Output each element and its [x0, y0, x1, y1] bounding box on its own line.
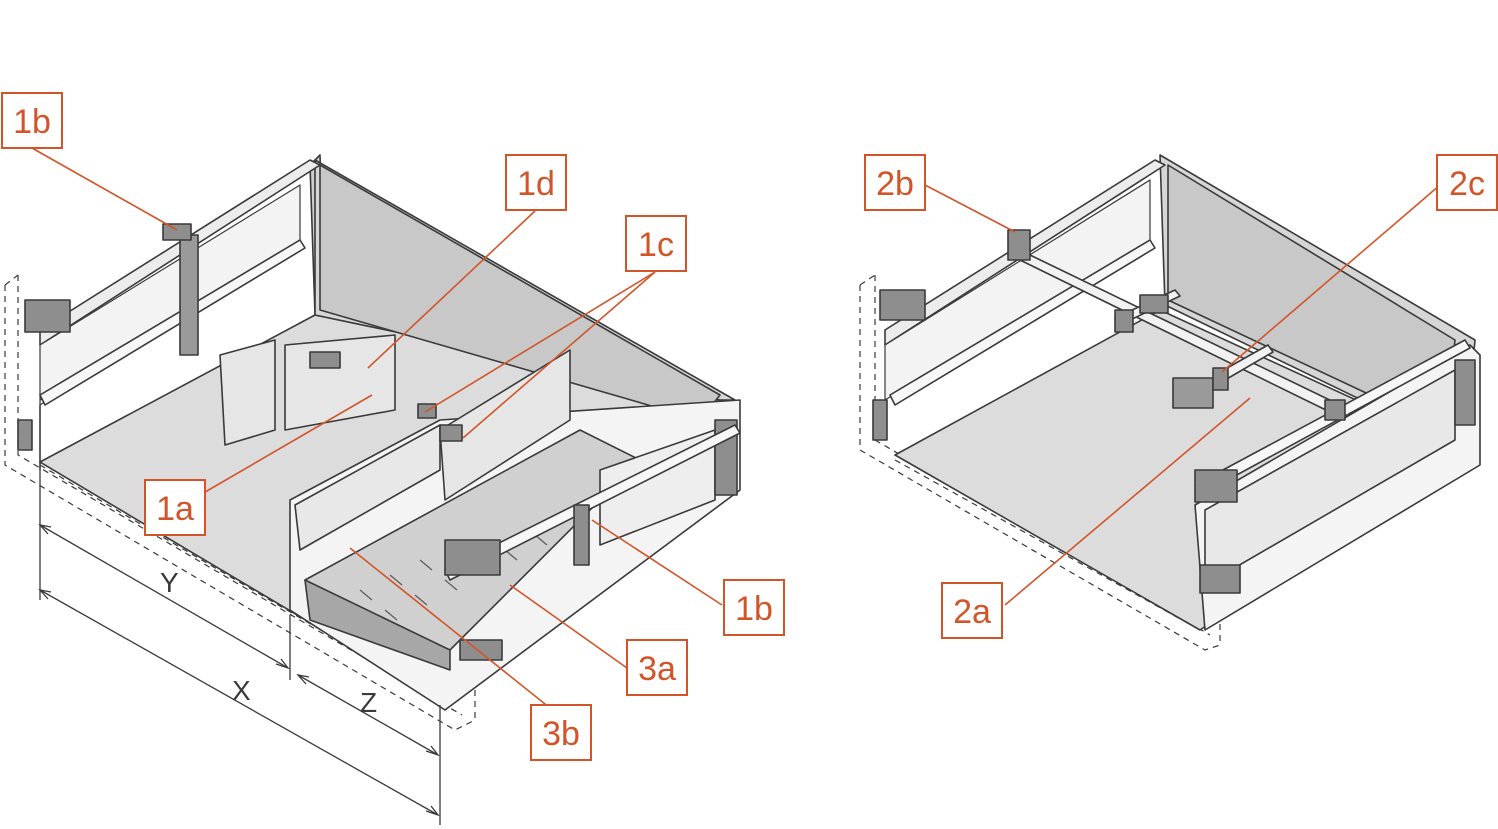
callout-1a: 1a [144, 479, 206, 536]
callout-1b-top: 1b [1, 92, 63, 149]
left-divider-post [179, 234, 199, 356]
right-left-runner [879, 289, 926, 321]
callout-1b-right: 1b [723, 579, 785, 636]
left-runner-block [24, 299, 71, 333]
right-front-glass [1204, 369, 1456, 586]
callout-1d: 1d [505, 154, 567, 211]
svg-text:1b: 1b [13, 103, 51, 141]
callout-3a: 3a [626, 639, 688, 696]
svg-text:2b: 2b [876, 165, 914, 203]
callout-2b: 2b [864, 154, 926, 211]
right-front-runner [1194, 469, 1238, 503]
left-leader-lines [31, 147, 723, 713]
svg-text:2c: 2c [1449, 165, 1485, 203]
right-divider-plate [1172, 377, 1214, 409]
left-drawer [4, 154, 741, 731]
svg-text:1d: 1d [517, 165, 555, 203]
svg-text:2a: 2a [953, 593, 991, 631]
right-bar-clamp-rear [1007, 229, 1031, 261]
svg-text:1b: 1b [735, 590, 773, 628]
svg-text:3b: 3b [542, 715, 580, 753]
left-divider-1c [439, 349, 571, 501]
dimension-y-label: Y [160, 567, 179, 598]
left-side-rod [39, 239, 306, 406]
right-drawer [859, 154, 1481, 651]
callout-3b: 3b [530, 704, 592, 761]
left-front-rod [444, 424, 741, 581]
left-dimensions [38, 470, 441, 825]
left-post-right [573, 504, 590, 566]
callout-1c: 1c [625, 215, 687, 272]
left-drawer-right-wall [314, 159, 736, 401]
dimension-x-label: X [232, 675, 251, 706]
left-basket-front [304, 579, 451, 671]
right-leader-lines [924, 184, 1441, 606]
svg-text:1c: 1c [638, 226, 674, 264]
left-divider-1d [219, 339, 276, 446]
dimension-z-label: Z [360, 687, 377, 718]
right-left-rod [889, 239, 1156, 406]
left-drawer-front-inner [294, 424, 441, 551]
callout-2c: 2c [1436, 154, 1498, 211]
callout-2a: 2a [941, 582, 1003, 639]
svg-text:3a: 3a [638, 650, 676, 688]
svg-text:1a: 1a [156, 490, 194, 528]
